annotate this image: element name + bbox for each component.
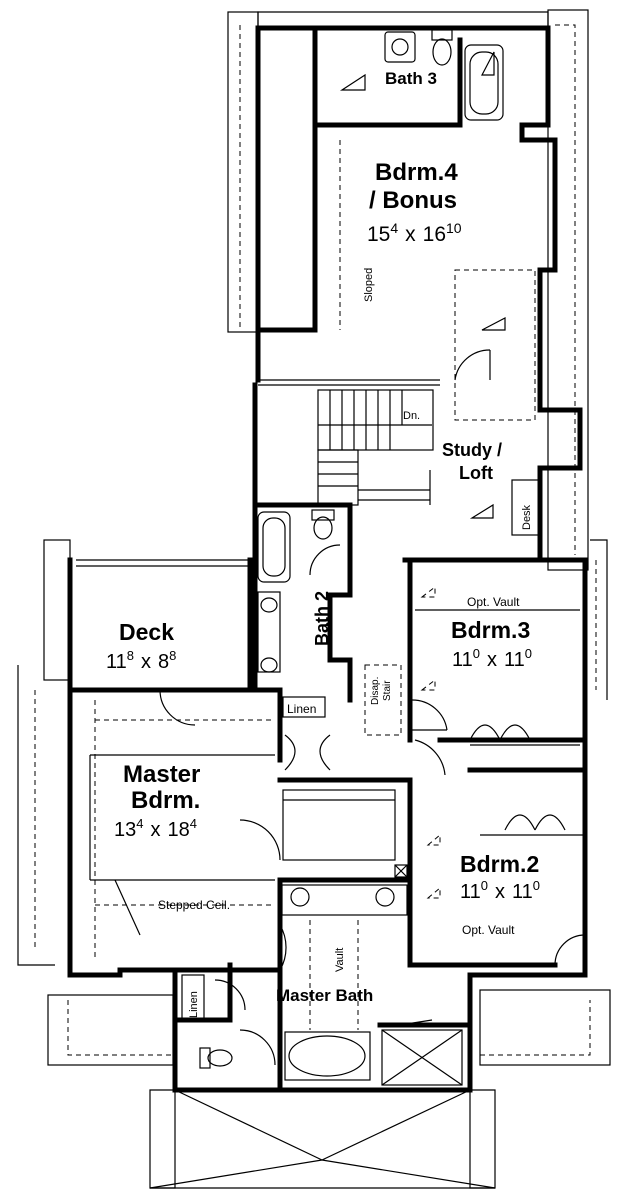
disap-stair-line2: Stair xyxy=(382,680,393,701)
deck-label: Deck xyxy=(119,619,174,645)
bath2-label: Bath 2 xyxy=(312,591,332,646)
bdrm4-label-line2: / Bonus xyxy=(369,187,457,214)
linen-upper-label: Linen xyxy=(287,702,316,716)
bdrm3-vault-label: Opt. Vault xyxy=(467,595,520,609)
sloped-label: Sloped xyxy=(363,268,375,302)
fixtures xyxy=(89,29,586,1086)
bdrm4-label-line1: Bdrm.4 xyxy=(375,159,458,186)
bath3-label: Bath 3 xyxy=(385,69,437,88)
study-label-line2: Loft xyxy=(459,463,493,483)
stair-down-label: Dn. xyxy=(403,410,420,422)
stairs xyxy=(317,389,434,506)
master-bdrm-label-line2: Bdrm. xyxy=(131,787,200,814)
disap-stair-line1: Disap. xyxy=(370,677,381,705)
bdrm2-vault-label: Opt. Vault xyxy=(462,923,515,937)
master-bdrm-label-line1: Master xyxy=(123,761,200,788)
desk-label: Desk xyxy=(521,504,533,530)
master-bath-label: Master Bath xyxy=(276,986,373,1005)
study-label-line1: Study / xyxy=(442,440,502,460)
linen-lower-label: Linen xyxy=(188,991,200,1018)
stepped-ceil-label: Stepped Ceil. xyxy=(158,898,230,912)
bdrm2-label: Bdrm.2 xyxy=(460,851,539,877)
bdrm3-label: Bdrm.3 xyxy=(451,617,530,643)
vault-label: Vault xyxy=(334,948,346,972)
